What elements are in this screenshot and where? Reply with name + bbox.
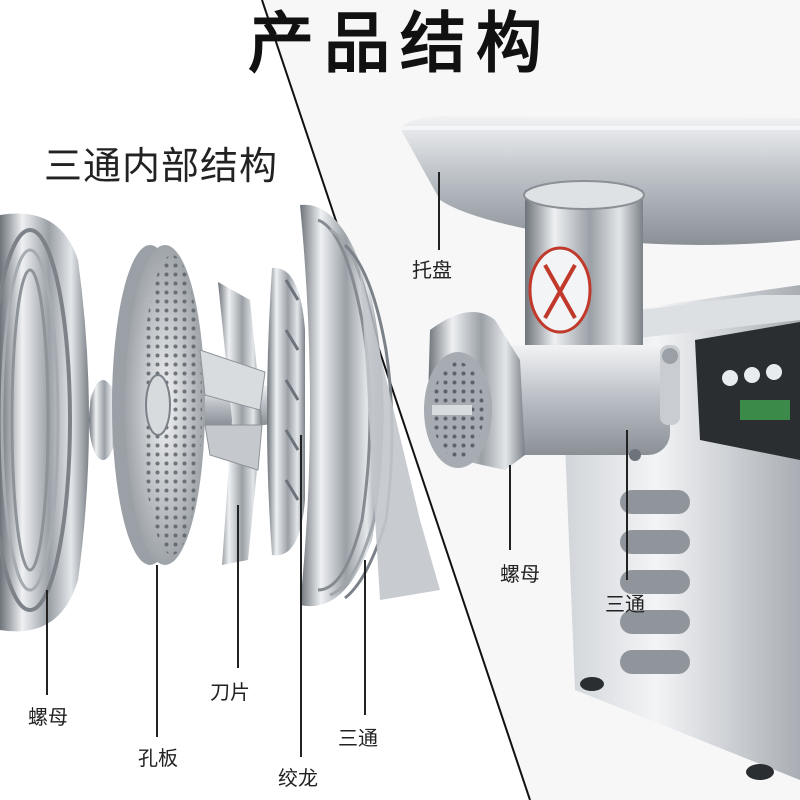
plate-part xyxy=(112,245,205,565)
leader-tray xyxy=(438,172,440,250)
label-tee-right: 三通 xyxy=(605,592,645,616)
leader-nut xyxy=(46,590,48,695)
tee-body xyxy=(475,345,680,461)
front-nut xyxy=(424,312,525,470)
leader-nut-right xyxy=(509,465,511,550)
label-nut: 螺母 xyxy=(28,705,68,729)
diagonal-divider xyxy=(261,0,531,800)
label-tray: 托盘 xyxy=(412,258,452,282)
label-nut-right: 螺母 xyxy=(500,562,540,586)
panel-label xyxy=(740,400,790,420)
label-plate: 孔板 xyxy=(138,746,178,770)
label-tee-left: 三通 xyxy=(338,726,378,750)
panel-button-2 xyxy=(744,367,760,383)
tee-part xyxy=(300,204,440,607)
label-auger: 绞龙 xyxy=(278,766,318,790)
leader-tee-right xyxy=(626,430,628,580)
leader-blade xyxy=(237,505,239,668)
panel-button-1 xyxy=(722,370,738,386)
leader-plate xyxy=(156,565,158,737)
section-subtitle: 三通内部结构 xyxy=(44,144,279,188)
control-panel xyxy=(695,322,800,460)
blade-part xyxy=(199,282,266,565)
panel-button-3 xyxy=(766,364,782,380)
label-blade: 刀片 xyxy=(210,680,250,704)
page-title: 产品结构 xyxy=(248,5,552,82)
leader-auger xyxy=(300,435,302,757)
auger-part xyxy=(267,267,305,556)
nut-part xyxy=(0,213,89,632)
leader-tee-left xyxy=(364,560,366,715)
